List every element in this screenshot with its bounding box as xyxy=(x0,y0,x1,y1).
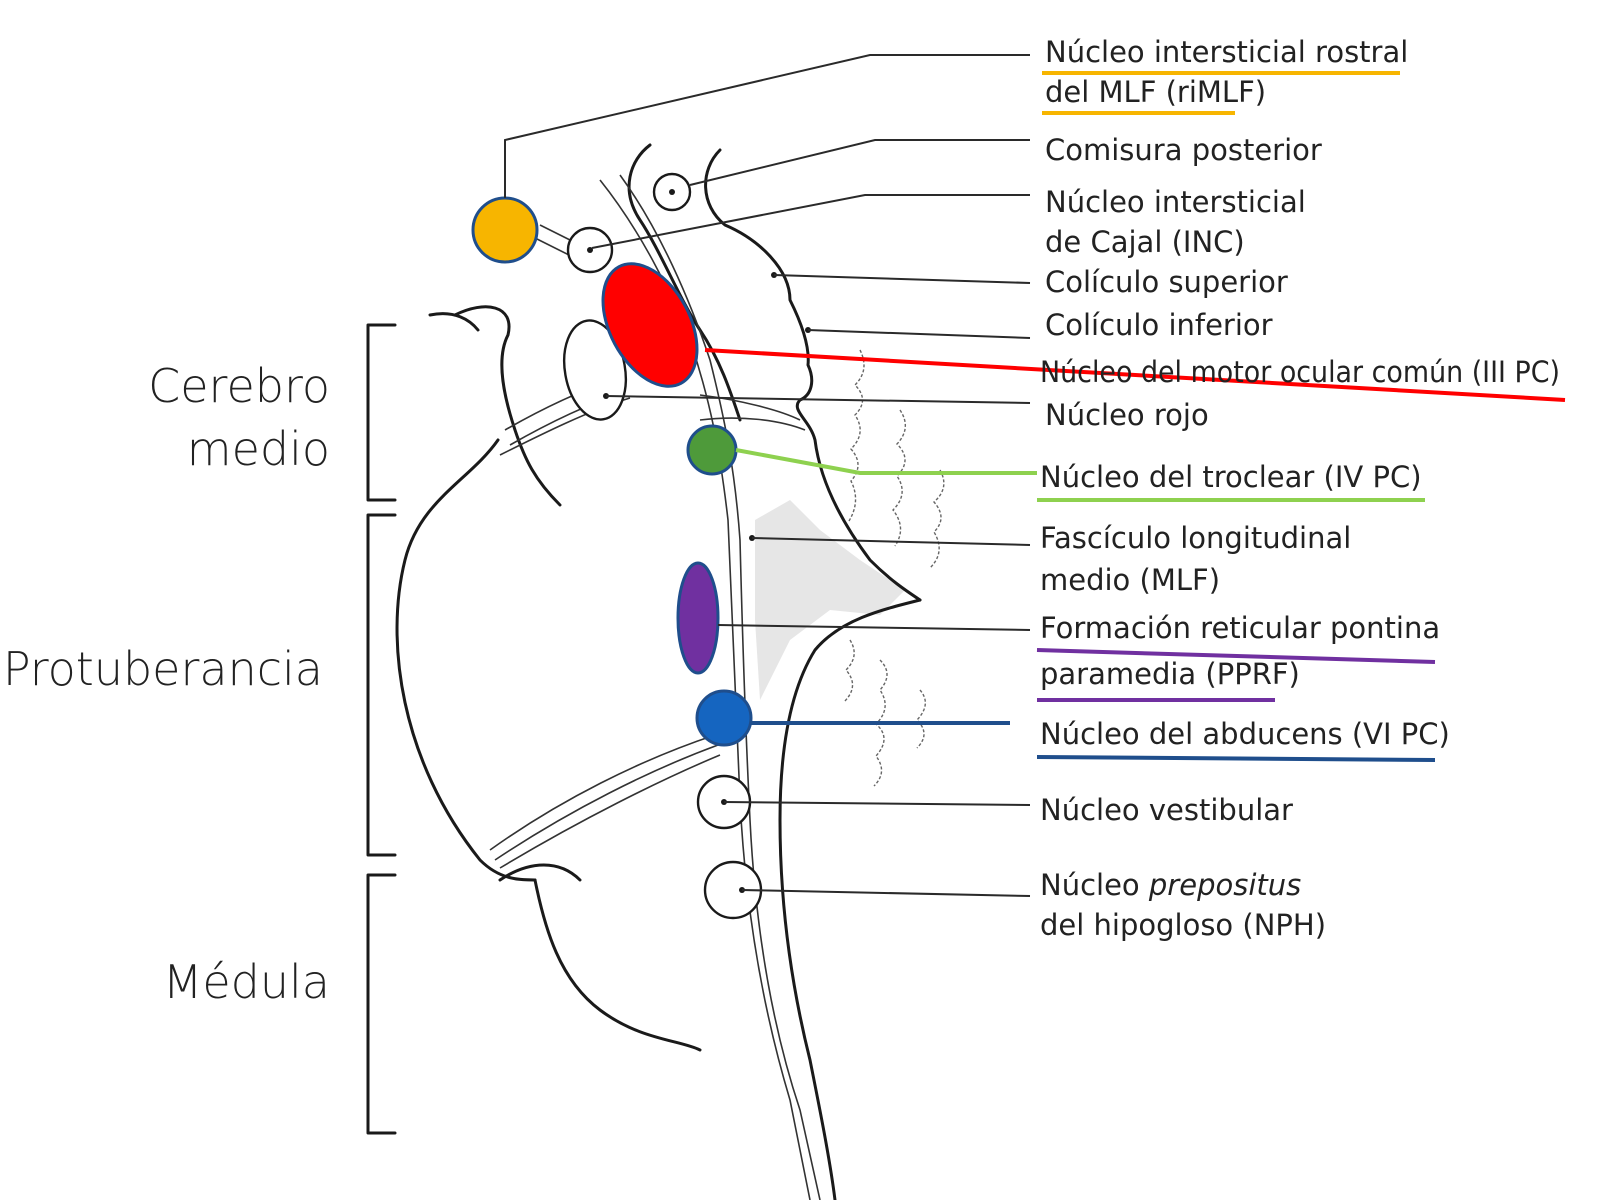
label-nph-1a: Núcleo xyxy=(1040,868,1149,902)
label-nph-1b: prepositus xyxy=(1148,868,1301,902)
pprf-nucleus xyxy=(676,561,720,675)
label-rimlf-2: del MLF (riMLF) xyxy=(1045,75,1266,109)
label-trochlear: Núcleo del troclear (IV PC) xyxy=(1040,460,1422,494)
label-rimlf-1: Núcleo intersticial rostral xyxy=(1045,35,1408,69)
pprf-underline-1 xyxy=(1036,648,1436,664)
label-superior-colliculus: Colículo superior xyxy=(1045,265,1288,299)
trochlear-nucleus xyxy=(686,424,738,476)
oculomotor-leader xyxy=(704,348,1566,402)
label-nph-2: del hipogloso (NPH) xyxy=(1040,908,1326,942)
label-posterior-commissure: Comisura posterior xyxy=(1045,133,1322,167)
pons-bracket xyxy=(366,513,397,857)
shaded-area xyxy=(755,500,905,700)
abducens-nucleus xyxy=(695,689,753,747)
label-inc-2: de Cajal (INC) xyxy=(1045,225,1245,259)
label-vestibular: Núcleo vestibular xyxy=(1040,793,1293,827)
rimlf-nucleus xyxy=(471,196,539,264)
label-inc-1: Núcleo intersticial xyxy=(1045,185,1306,219)
label-inferior-colliculus: Colículo inferior xyxy=(1045,308,1273,342)
region-midbrain-line2: medio xyxy=(187,422,330,476)
label-underlines xyxy=(1036,71,1436,762)
region-midbrain-line1: Cerebro xyxy=(148,359,330,413)
region-pons: Protuberancia xyxy=(3,642,323,696)
midbrain-bracket xyxy=(366,323,397,502)
label-mlf-1: Fascículo longitudinal xyxy=(1040,521,1351,555)
label-nph-1: Núcleo prepositus xyxy=(1040,868,1301,902)
label-mlf-2: medio (MLF) xyxy=(1040,563,1220,597)
abducens-underline xyxy=(1036,755,1436,762)
label-pprf-1: Formación reticular pontina xyxy=(1040,611,1440,645)
oculomotor-nucleus xyxy=(601,262,699,388)
label-oculomotor: Núcleo del motor ocular común (III PC) xyxy=(1040,355,1560,389)
medulla-bracket xyxy=(366,873,397,1135)
trochlear-leader xyxy=(735,448,1037,475)
colored-nuclei xyxy=(471,196,753,747)
leader-lines xyxy=(504,54,1031,897)
region-brackets xyxy=(366,323,397,1135)
region-medulla: Médula xyxy=(163,955,330,1009)
colored-leaders xyxy=(704,348,1566,725)
red-nucleus xyxy=(563,319,627,421)
label-red-nucleus: Núcleo rojo xyxy=(1045,398,1209,432)
label-abducens: Núcleo del abducens (VI PC) xyxy=(1040,717,1450,751)
label-pprf-2: paramedia (PPRF) xyxy=(1040,657,1300,691)
